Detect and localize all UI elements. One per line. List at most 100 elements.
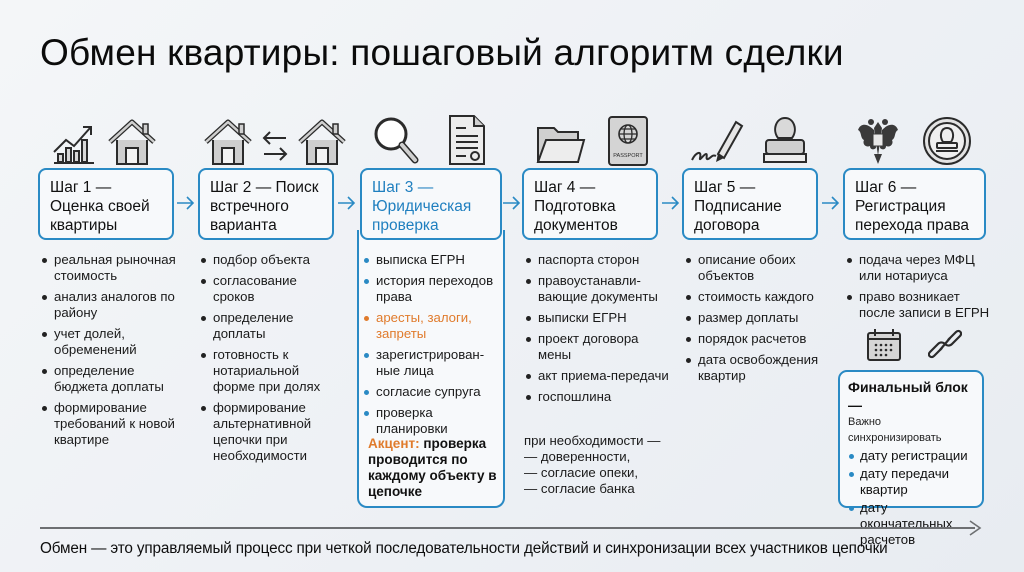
growth-chart-icon: [53, 126, 94, 164]
arrow-right-icon: [177, 196, 195, 210]
arrow-right-icon: [662, 196, 680, 210]
document-icon: [449, 115, 485, 165]
step-3-box: Шаг 3 — Юридическая проверка: [360, 168, 502, 240]
step-2-title-line2: встречного: [210, 198, 289, 215]
step-5-bullets: описание обоих объектов стоимость каждог…: [684, 252, 824, 389]
list-item: выписка ЕГРН: [362, 252, 500, 268]
list-item: реальная рыночная стоимость: [40, 252, 180, 284]
list-item-warning: аресты, залоги, запреты: [362, 310, 500, 342]
step-1-box: Шаг 1 — Оценка своей квартиры: [38, 168, 174, 240]
arrow-right-icon: [503, 196, 521, 210]
list-item: размер доплаты: [684, 310, 824, 326]
step-4-title-line3: документов: [534, 217, 618, 234]
final-block: Финальный блок — Важно синхронизировать …: [838, 370, 984, 547]
step-3-title-line1: Шаг 3 —: [372, 179, 434, 196]
accent-text: проверка проводится по каждому объекту в…: [368, 436, 497, 499]
list-item: согласование сроков: [199, 273, 339, 305]
list-item: описание обоих объектов: [684, 252, 824, 284]
list-item: правоустанавли-вающие документы: [524, 273, 674, 305]
step-3-title-line3: проверка: [372, 217, 439, 234]
seal-icon: [923, 117, 971, 165]
list-item: подача через МФЦ или нотариуса: [845, 252, 995, 284]
step-2-title-line3: варианта: [210, 217, 277, 234]
step-3-icons: [372, 100, 486, 166]
list-item: проект договора мены: [524, 331, 674, 363]
optional-doc-item: — согласие банка: [524, 481, 635, 496]
signature-pen-icon: [691, 120, 744, 162]
step-2-icons: [202, 100, 348, 166]
step-3-accent-note: Акцент: проверка проводится по каждому о…: [368, 436, 498, 500]
step-3-title-line2: Юридическая: [372, 198, 472, 215]
list-item: стоимость каждого: [684, 289, 824, 305]
chain-link-icon: [928, 329, 962, 359]
list-item: учет долей, обременений: [40, 326, 180, 358]
list-item: проверка планировки: [362, 405, 500, 437]
list-item: право возникает после записи в ЕГРН: [845, 289, 995, 321]
step-4-optional-docs: при необходимости — — доверенности, — со…: [524, 433, 660, 497]
list-item: паспорта сторон: [524, 252, 674, 268]
step-6-title-line1: Шаг 6 —: [855, 179, 917, 196]
list-item: определение доплаты: [199, 310, 339, 342]
step-6-bullets: подача через МФЦ или нотариуса право воз…: [845, 252, 995, 326]
final-block-items: дату регистрации дату передачи квартир д…: [848, 448, 974, 548]
list-item: выписки ЕГРН: [524, 310, 674, 326]
accent-label: Акцент:: [368, 436, 420, 451]
optional-doc-item: — доверенности,: [524, 449, 631, 464]
list-item: госпошлина: [524, 389, 674, 405]
step-4-title-line1: Шаг 4 —: [534, 179, 596, 196]
list-item: акт приема-передачи: [524, 368, 674, 384]
optional-doc-item: — согласие опеки,: [524, 465, 639, 480]
step-5-icons: [690, 100, 808, 166]
house-icon: [298, 119, 346, 165]
calendar-icon: [867, 329, 901, 361]
step-3-bullets: выписка ЕГРН история переходов права аре…: [362, 252, 500, 442]
step-2-bullets: подбор объекта согласование сроков опред…: [199, 252, 339, 469]
step-6-icons: [856, 100, 972, 166]
list-item: история переходов права: [362, 273, 500, 305]
step-6-box: Шаг 6 — Регистрация перехода права: [843, 168, 986, 240]
step-6-title-line3: перехода права: [855, 217, 970, 234]
passport-icon: PASSPORT: [608, 116, 648, 166]
list-item: согласие супруга: [362, 384, 500, 400]
coat-of-arms-icon: [858, 119, 898, 164]
list-item: формирование альтернативной цепочки при …: [199, 400, 339, 464]
list-item: готовность к нотариальной форме при доля…: [199, 347, 339, 395]
house-icon: [204, 119, 252, 165]
step-1-bullets: реальная рыночная стоимость анализ анало…: [40, 252, 180, 453]
list-item: анализ аналогов по району: [40, 289, 180, 321]
step-5-title-line1: Шаг 5 —: [694, 179, 756, 196]
svg-text:PASSPORT: PASSPORT: [613, 153, 643, 159]
house-icon: [108, 119, 156, 165]
final-block-subtitle: Важно синхронизировать: [848, 416, 942, 444]
list-item: подбор объекта: [199, 252, 339, 268]
step-1-title-line2: Оценка своей: [50, 198, 150, 215]
exchange-arrows-icon: [262, 131, 288, 161]
step-5-title-line2: Подписание: [694, 198, 782, 215]
list-item: порядок расчетов: [684, 331, 824, 347]
arrow-right-icon: [822, 196, 840, 210]
list-item: дату передачи квартир: [848, 466, 974, 498]
step-5-title-line3: договора: [694, 217, 760, 234]
magnifier-icon: [374, 117, 419, 164]
step-1-title-line1: Шаг 1 —: [50, 179, 112, 196]
timeline-line: [40, 527, 975, 529]
list-item: дата освобождения квартир: [684, 352, 824, 384]
step-4-bullets: паспорта сторон правоустанавли-вающие до…: [524, 252, 674, 410]
step-4-box: Шаг 4 — Подготовка документов: [522, 168, 658, 240]
step-2-title-line1: Шаг 2 — Поиск: [210, 179, 319, 196]
stamp-icon: [763, 116, 807, 163]
footer-summary: Обмен — это управляемый процесс при четк…: [40, 540, 888, 557]
list-item: формирование требований к новой квартире: [40, 400, 180, 448]
step-6-title-line2: Регистрация: [855, 198, 946, 215]
step-4-icons: PASSPORT: [536, 100, 648, 166]
list-item: определение бюджета доплаты: [40, 363, 180, 395]
list-item: дату регистрации: [848, 448, 974, 464]
step-2-box: Шаг 2 — Поиск встречного варианта: [198, 168, 334, 240]
step-4-title-line2: Подготовка: [534, 198, 616, 215]
step-5-box: Шаг 5 — Подписание договора: [682, 168, 818, 240]
step-3-details-panel: [357, 230, 505, 508]
step-1-title-line3: квартиры: [50, 217, 118, 234]
step-1-icons: [52, 100, 158, 166]
folder-icon: [536, 127, 586, 163]
icons-row: PASSPORT: [0, 100, 1024, 170]
